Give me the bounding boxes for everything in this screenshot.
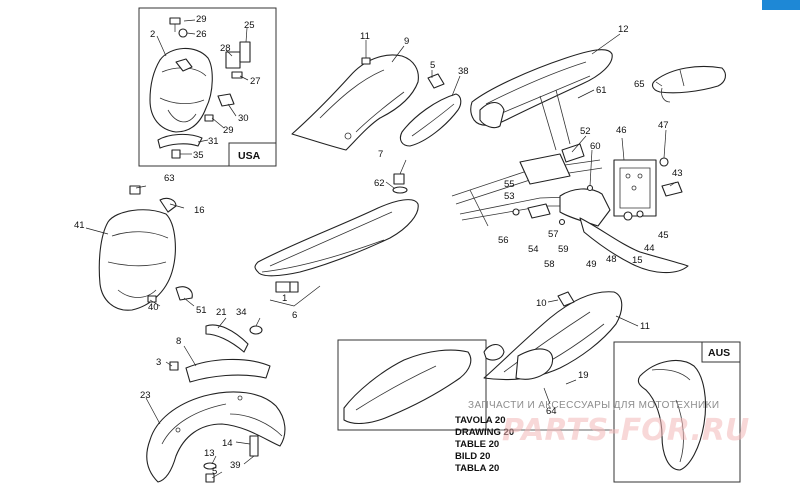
front-fairing-16 [98,185,193,311]
callout-54: 54 [528,244,539,255]
aus-label: AUS [708,347,730,359]
callout-12: 12 [618,24,629,35]
side-panel-9 [291,54,419,151]
callout-52: 52 [580,126,591,137]
watermark-text: ЗАПЧАСТИ И АКСЕССУАРЫ ДЛЯ МОТОТЕХНИКИ [468,400,719,411]
rear-subframe [451,143,611,227]
callout-65: 65 [634,79,645,90]
watermark-logo: PARTS-FOR.RU [502,413,749,448]
callout-62: 63 [164,173,175,184]
callout-11a: 11 [360,31,370,42]
side-panel-10 [483,291,623,381]
callout-53b: 15 [632,255,643,266]
tail-fairing-12 [470,49,613,151]
callout-31: 31 [208,136,219,147]
callout-49: 49 [586,259,597,270]
table-line-4: BILD 20 [455,451,490,462]
callout-34: 1 [282,293,287,304]
table-line-3: TABLE 20 [455,439,499,450]
rear-panel-38 [399,93,462,147]
callout-55: 55 [504,179,515,190]
callout-11b: 19 [578,370,589,381]
seat-1 [254,199,419,293]
callout-35: 35 [193,150,204,161]
leader-lines [85,19,677,479]
callout-23: 14 [222,438,233,449]
callout-44: 44 [644,243,655,254]
callout-16: 41 [74,220,85,231]
callout-3: 23 [140,390,151,401]
callout-5a: 5 [430,60,435,71]
indicator-43 [661,181,683,197]
front-mudguard-3 [146,391,286,483]
callout-13: 5 [212,466,217,477]
callout-29a: 29 [196,14,207,25]
callout-46: 46 [616,125,627,136]
washer-45 [636,210,644,218]
table-line-2: DRAWING 20 [455,427,514,438]
callout-28: 28 [220,43,231,54]
callout-19: 64 [546,406,557,417]
table-line-1: TAVOLA 20 [455,415,506,426]
callout-21: 34 [236,307,247,318]
callout-48: 48 [606,254,617,265]
callout-38: 38 [458,66,469,77]
callout-47: 47 [658,120,669,131]
bolt-15 [393,173,405,185]
usa-headlight-fairing [149,47,213,133]
callout-27: 27 [250,76,261,87]
plate-holder-46 [579,159,689,274]
callout-7: 62 [374,178,385,189]
callout-10: 11 [640,321,650,332]
corner-badge[interactable] [762,0,800,10]
callout-5b: 10 [536,298,547,309]
callout-63: 16 [194,205,205,216]
clip-5-top [427,73,445,89]
callout-43: 43 [672,168,683,179]
drawing-20-table: TAVOLA 20 DRAWING 20 TABLE 20 BILD 20 TA… [455,415,514,474]
callout-45: 45 [658,230,669,241]
callout-57: 57 [548,229,559,240]
callout-numbers: 29 26 2 25 28 27 30 31 29 35 11 9 5 38 1… [74,14,683,477]
callout-51: 21 [216,307,227,318]
callout-41: 40 [148,302,159,313]
front-bracket-parts [169,324,271,383]
callout-1: 6 [292,310,297,321]
callout-30: 30 [238,113,249,124]
callout-29b: 29 [223,125,234,136]
callout-58: 58 [544,259,555,270]
usa-inset: USA [138,7,277,167]
callout-56: 56 [498,235,509,246]
callout-61: 61 [596,85,607,96]
washer-7 [392,186,408,194]
bolt-47 [659,157,669,167]
callout-40: 51 [196,305,207,316]
callout-39: 13 [204,448,215,459]
nut-44 [623,211,633,221]
callout-2: 2 [150,29,155,40]
aus-inset: AUS [613,341,741,483]
callout-53a: 53 [504,191,515,202]
callout-15: 7 [378,149,383,160]
callout-6: 8 [176,336,181,347]
callout-60: 60 [590,141,601,152]
callout-14: 39 [230,460,241,471]
callout-25: 25 [244,20,255,31]
table-line-5: TABLA 20 [455,463,499,474]
rear-light-65 [651,65,727,103]
drawing-20-inset [337,339,612,431]
callout-26: 26 [196,29,207,40]
callout-9: 9 [404,36,409,47]
usa-label: USA [238,150,261,162]
callout-8: 3 [156,357,161,368]
callout-59: 59 [558,244,569,255]
